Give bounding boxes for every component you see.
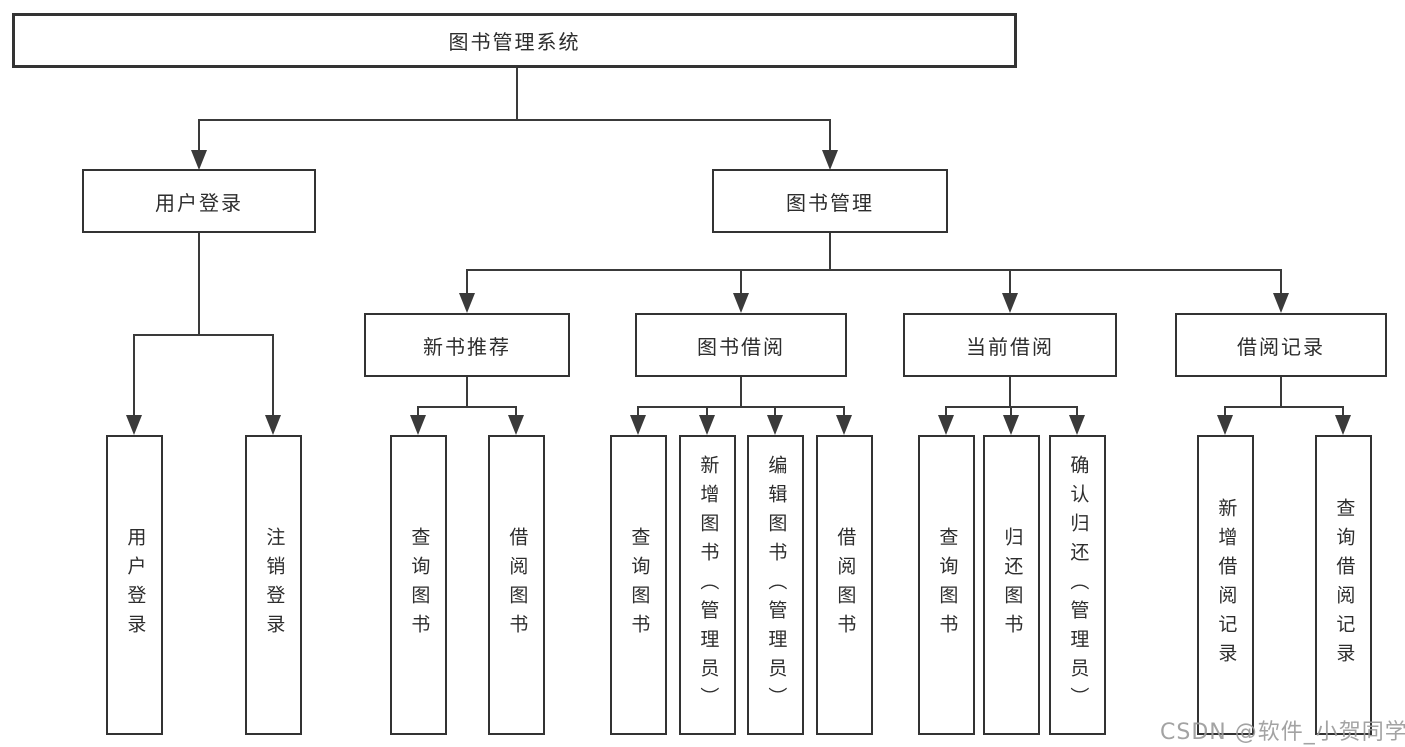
connector-vline <box>516 68 518 120</box>
leaf-query-books-borrow: 查询图书 <box>610 435 667 735</box>
watermark: CSDN @软件_小贺同学 <box>1160 720 1405 745</box>
arrowhead-down-icon <box>836 415 852 435</box>
leaf-add-borrow-record: 新增借阅记录 <box>1197 435 1254 735</box>
section-new-book-recommend: 新书推荐 <box>364 313 570 377</box>
connector-vline <box>1224 407 1226 417</box>
arrowhead-down-icon <box>767 415 783 435</box>
leaf-query-books-recommend-label: 查询图书 <box>408 527 431 643</box>
arrowhead-down-icon <box>1335 415 1351 435</box>
branch-book-management: 图书管理 <box>712 169 948 233</box>
section-current-borrow: 当前借阅 <box>903 313 1117 377</box>
leaf-add-books-admin: 新增图书（管理员） <box>679 435 736 735</box>
section-new-book-recommend-label: 新书推荐 <box>423 334 511 359</box>
leaf-borrow-books-recommend: 借阅图书 <box>488 435 545 735</box>
arrowhead-down-icon <box>822 150 838 170</box>
connector-vline <box>706 407 708 417</box>
leaf-edit-books-admin-label: 编辑图书（管理员） <box>765 454 788 716</box>
connector-vline <box>740 270 742 296</box>
root-label: 图书管理系统 <box>448 30 581 54</box>
arrowhead-down-icon <box>459 293 475 313</box>
connector-vline <box>1342 407 1344 417</box>
leaf-return-books-label: 归还图书 <box>1001 527 1024 643</box>
connector-hline <box>133 334 274 336</box>
leaf-query-borrow-record-label: 查询借阅记录 <box>1333 498 1356 672</box>
branch-user-login-label: 用户登录 <box>155 190 243 215</box>
leaf-borrow-books: 借阅图书 <box>816 435 873 735</box>
root-box: 图书管理系统 <box>12 13 1017 68</box>
arrowhead-down-icon <box>508 415 524 435</box>
leaf-query-books-current-label: 查询图书 <box>936 527 959 643</box>
connector-vline <box>945 407 947 417</box>
connector-vline <box>198 120 200 153</box>
connector-hline <box>466 269 1282 271</box>
connector-vline <box>637 407 639 417</box>
connector-vline <box>843 407 845 417</box>
connector-vline <box>272 335 274 417</box>
arrowhead-down-icon <box>265 415 281 435</box>
connector-vline <box>829 120 831 153</box>
leaf-logout: 注销登录 <box>245 435 302 735</box>
arrowhead-down-icon <box>191 150 207 170</box>
leaf-confirm-return-admin: 确认归还（管理员） <box>1049 435 1106 735</box>
leaf-add-borrow-record-label: 新增借阅记录 <box>1215 498 1238 672</box>
leaf-user-login: 用户登录 <box>106 435 163 735</box>
arrowhead-down-icon <box>938 415 954 435</box>
section-book-borrow-label: 图书借阅 <box>697 334 785 359</box>
connector-hline <box>417 406 517 408</box>
leaf-query-books-borrow-label: 查询图书 <box>628 527 651 643</box>
arrowhead-down-icon <box>126 415 142 435</box>
connector-vline <box>1009 377 1011 408</box>
section-book-borrow: 图书借阅 <box>635 313 847 377</box>
arrowhead-down-icon <box>1273 293 1289 313</box>
connector-vline <box>198 233 200 336</box>
connector-hline <box>1224 406 1344 408</box>
arrowhead-down-icon <box>733 293 749 313</box>
leaf-borrow-books-label: 借阅图书 <box>834 527 857 643</box>
arrowhead-down-icon <box>1002 293 1018 313</box>
leaf-return-books: 归还图书 <box>983 435 1040 735</box>
leaf-add-books-admin-label: 新增图书（管理员） <box>697 454 720 716</box>
leaf-logout-label: 注销登录 <box>263 527 286 643</box>
leaf-query-books-recommend: 查询图书 <box>390 435 447 735</box>
arrowhead-down-icon <box>1069 415 1085 435</box>
section-borrow-records-label: 借阅记录 <box>1237 334 1325 359</box>
leaf-query-borrow-record: 查询借阅记录 <box>1315 435 1372 735</box>
connector-vline <box>740 377 742 408</box>
leaf-user-login-label: 用户登录 <box>124 527 147 643</box>
branch-user-login: 用户登录 <box>82 169 316 233</box>
arrowhead-down-icon <box>410 415 426 435</box>
leaf-query-books-current: 查询图书 <box>918 435 975 735</box>
connector-vline <box>1010 407 1012 417</box>
connector-vline <box>417 407 419 417</box>
leaf-edit-books-admin: 编辑图书（管理员） <box>747 435 804 735</box>
connector-vline <box>515 407 517 417</box>
connector-vline <box>1280 270 1282 296</box>
connector-vline <box>1280 377 1282 408</box>
connector-vline <box>466 270 468 296</box>
connector-vline <box>1076 407 1078 417</box>
connector-hline <box>637 406 845 408</box>
connector-hline <box>198 119 831 121</box>
section-current-borrow-label: 当前借阅 <box>966 334 1054 359</box>
section-borrow-records: 借阅记录 <box>1175 313 1387 377</box>
connector-vline <box>466 377 468 408</box>
connector-vline <box>1009 270 1011 296</box>
leaf-confirm-return-admin-label: 确认归还（管理员） <box>1067 454 1090 716</box>
arrowhead-down-icon <box>1217 415 1233 435</box>
connector-hline <box>945 406 1078 408</box>
branch-book-management-label: 图书管理 <box>786 190 874 215</box>
leaf-borrow-books-recommend-label: 借阅图书 <box>506 527 529 643</box>
arrowhead-down-icon <box>699 415 715 435</box>
connector-vline <box>133 335 135 417</box>
arrowhead-down-icon <box>1003 415 1019 435</box>
connector-vline <box>774 407 776 417</box>
connector-vline <box>829 233 831 271</box>
arrowhead-down-icon <box>630 415 646 435</box>
